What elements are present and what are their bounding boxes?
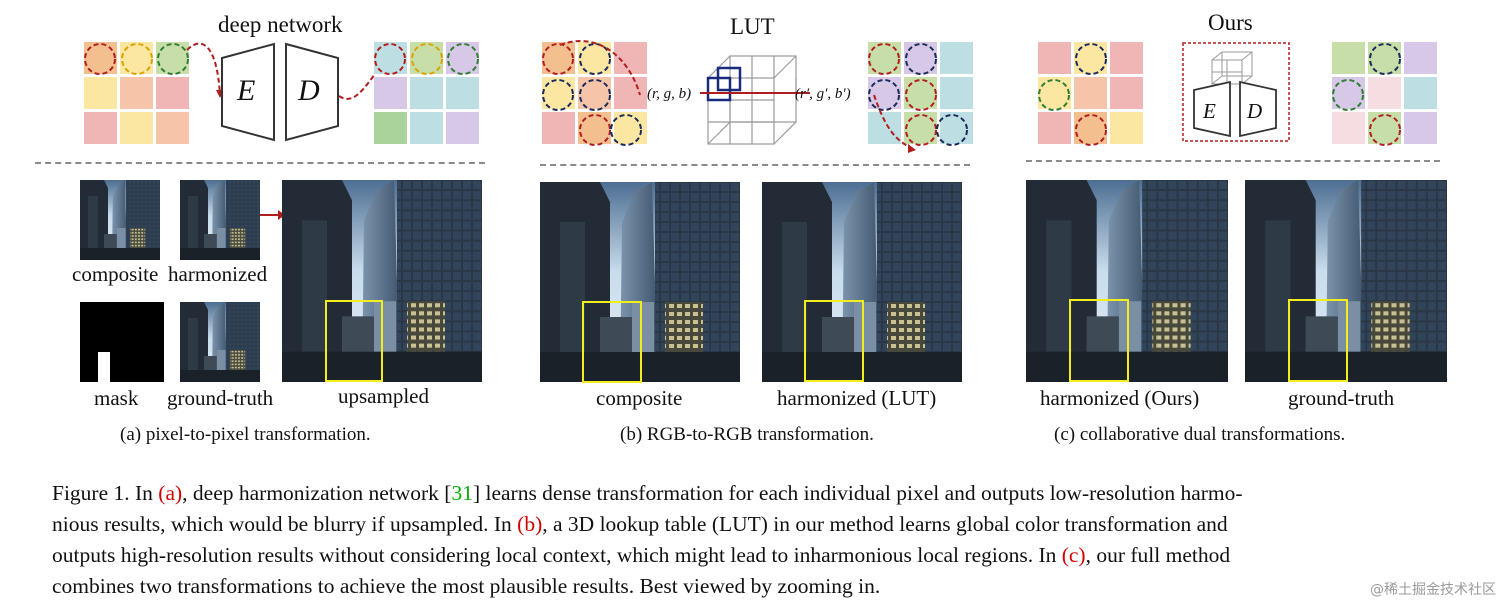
output-color-grid xyxy=(374,42,479,144)
panel-a-title: deep network xyxy=(218,12,343,37)
lut-cube xyxy=(700,55,810,145)
composite-label: composite xyxy=(72,262,159,286)
figure-caption: Figure 1. In (a), deep harmonization net… xyxy=(52,478,1462,602)
caption-line-3: outputs high-resolution results without … xyxy=(52,543,1231,567)
encoder-letter: E xyxy=(237,74,256,107)
panel-b-caption: (b) RGB-to-RGB transformation. xyxy=(620,424,874,445)
separator-b xyxy=(540,164,970,166)
lut-input-grid xyxy=(542,40,647,146)
caption-line-1: Figure 1. In (a), deep harmonization net… xyxy=(52,481,1243,505)
citation-link[interactable]: 31 xyxy=(451,481,473,505)
ground-truth-image-label: ground-truth xyxy=(1288,386,1395,410)
decoder-letter: D xyxy=(298,74,320,107)
panel-a-caption: (a) pixel-to-pixel transformation. xyxy=(120,424,371,445)
input-rgb-label: (r, g, b) xyxy=(647,86,692,102)
separator-a xyxy=(35,162,485,164)
ours-encoder-letter: E xyxy=(1203,99,1216,123)
harmonized-thumbnail xyxy=(180,180,260,260)
highlight-box-b2 xyxy=(804,300,864,382)
highlight-box-c1 xyxy=(1069,299,1129,382)
caption-line-2: nious results, which would be blurry if … xyxy=(52,512,1228,536)
highlight-box-a xyxy=(325,300,383,382)
ref-a-link[interactable]: (a) xyxy=(158,481,183,505)
caption-line-4: combines two transformations to achieve … xyxy=(52,574,881,598)
panel-c-caption: (c) collaborative dual transformations. xyxy=(1054,424,1346,445)
ground-truth-label: ground-truth xyxy=(167,386,274,410)
input-color-grid xyxy=(84,42,189,144)
separator-c xyxy=(1026,160,1440,162)
composite-thumbnail xyxy=(80,180,160,260)
upsample-arrow xyxy=(260,210,285,220)
ours-output-grid xyxy=(1332,42,1437,146)
highlight-box-b1 xyxy=(582,301,642,383)
output-rgb-label: (r′, g′, b′) xyxy=(795,86,851,102)
harmonized-label: harmonized xyxy=(168,262,268,286)
mask-label: mask xyxy=(94,386,139,410)
harmonized-ours-label: harmonized (Ours) xyxy=(1040,386,1200,410)
harmonized-lut-label: harmonized (LUT) xyxy=(777,386,937,410)
ours-model-box xyxy=(1182,42,1290,142)
lut-output-grid xyxy=(868,42,973,153)
ref-c-link[interactable]: (c) xyxy=(1061,543,1086,567)
mask-thumbnail xyxy=(80,302,164,382)
watermark: @稀土掘金技术社区 xyxy=(1370,582,1496,598)
upsampled-label: upsampled xyxy=(338,384,429,408)
highlight-box-c2 xyxy=(1288,299,1348,382)
panel-b-title: LUT xyxy=(730,14,775,39)
ours-input-grid xyxy=(1038,42,1143,146)
ref-b-link[interactable]: (b) xyxy=(517,512,543,536)
composite-image-label: composite xyxy=(596,386,683,410)
encoder-decoder-diagram xyxy=(186,42,379,142)
ours-decoder-letter: D xyxy=(1247,99,1263,123)
panel-c-title: Ours xyxy=(1208,10,1253,35)
ground-truth-thumbnail xyxy=(180,302,260,382)
